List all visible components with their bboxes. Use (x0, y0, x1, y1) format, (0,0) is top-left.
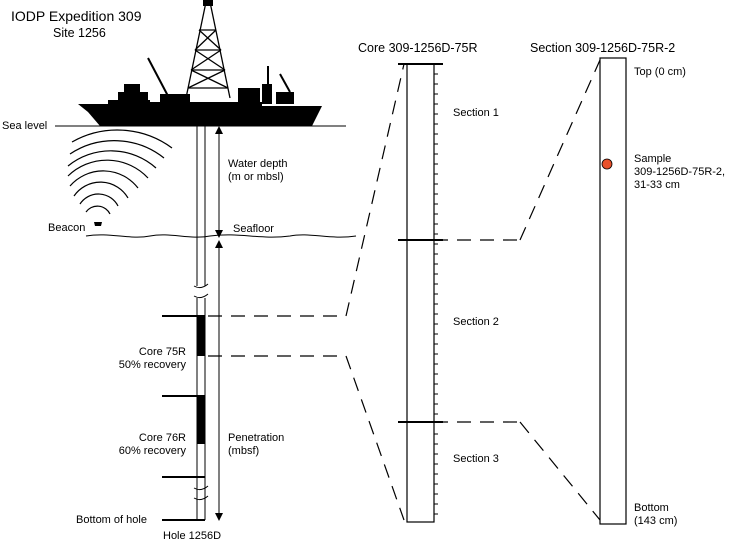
core-title: Core 309-1256D-75R (358, 41, 478, 55)
site-subtitle: Site 1256 (53, 26, 106, 40)
water-depth-label: Water depth (m or mbsl) (228, 158, 288, 184)
core-76r-label: Core 76R 60% recovery (119, 432, 186, 458)
core-76r-line2: 60% recovery (118, 445, 186, 457)
bottom-line1: Bottom (634, 502, 669, 514)
section-1-label: Section 1 (453, 107, 499, 119)
bottom-line2: (143 cm) (634, 515, 678, 527)
expedition-title: IODP Expedition 309 (11, 8, 142, 24)
penetration-label: Penetration (mbsf) (228, 432, 284, 458)
section-3-label: Section 3 (453, 453, 499, 465)
sample-line2: 309-1256D-75R-2, (634, 166, 726, 178)
connector-lines (208, 59, 601, 521)
core-76r-recovered (197, 396, 205, 444)
section-2-label: Section 2 (453, 316, 499, 328)
beacon-label: Beacon (48, 222, 86, 234)
sample-line1: Sample (634, 153, 672, 165)
drillship-icon (78, 0, 322, 126)
seafloor-line (85, 234, 357, 238)
top-label: Top (0 cm) (634, 66, 686, 78)
seafloor-label: Seafloor (233, 223, 274, 235)
sample-label: Sample 309-1256D-75R-2, 31-33 cm (634, 153, 725, 192)
hole-name-label: Hole 1256D (163, 530, 222, 542)
water-depth-line2: (m or mbsl) (228, 171, 284, 183)
water-depth-line1: Water depth (228, 158, 288, 170)
core-boundaries (162, 315, 205, 521)
core-75r-line1: Core 75R (138, 346, 186, 358)
core-75r-recovered (197, 316, 205, 356)
sample-marker (601, 158, 613, 170)
core-column (398, 63, 443, 523)
sea-level-label: Sea level (2, 120, 48, 132)
core-76r-line1: Core 76R (138, 432, 186, 444)
core-75r-label: Core 75R 50% recovery (119, 346, 186, 372)
sample-line3: 31-33 cm (634, 179, 680, 191)
beacon-icon (94, 222, 102, 226)
penetration-line1: Penetration (228, 432, 285, 444)
section-title: Section 309-1256D-75R-2 (530, 41, 676, 55)
section-column (599, 57, 627, 525)
core-75r-line2: 50% recovery (118, 359, 186, 371)
bottom-of-hole-label: Bottom of hole (76, 514, 147, 526)
bottom-label: Bottom (143 cm) (634, 502, 677, 528)
penetration-line2: (mbsf) (228, 445, 260, 457)
beacon-waves (67, 129, 173, 215)
